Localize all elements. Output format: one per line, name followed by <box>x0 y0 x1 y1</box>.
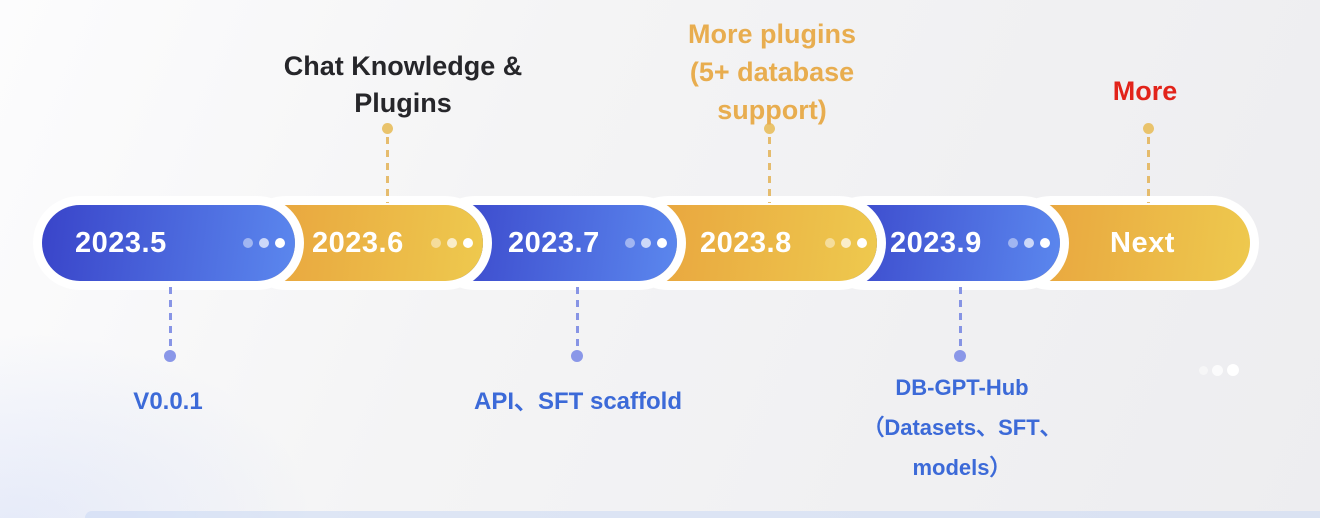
ellipsis-dots-icon <box>243 238 285 248</box>
timeline-pill-next: Next <box>1013 205 1250 281</box>
milestone-date-label: 2023.8 <box>700 226 792 259</box>
ellipsis-dots-icon <box>625 238 667 248</box>
ellipsis-dots-icon <box>825 238 867 248</box>
milestone-date-label: 2023.9 <box>890 226 982 259</box>
connector-line-2023-7 <box>576 287 579 351</box>
milestone-date-label: 2023.6 <box>312 226 404 259</box>
connector-dot-2023-9 <box>954 350 966 362</box>
timeline-pill-2023-7: 2023.7 <box>437 205 677 281</box>
connector-dot-2023-8 <box>764 123 775 134</box>
annotation-db-gpt-hub: DB-GPT-Hub （Datasets、SFT、 models） <box>862 375 1062 480</box>
ellipsis-dots-icon <box>431 238 473 248</box>
ellipsis-dots-icon <box>1008 238 1050 248</box>
annotation-more: More <box>1112 76 1178 106</box>
connector-dot-2023-5 <box>164 350 176 362</box>
annotation-chat-knowledge-plugins: Chat Knowledge & Plugins <box>283 51 523 118</box>
milestone-date-label: Next <box>1110 226 1175 259</box>
next-section-edge <box>85 511 1320 518</box>
connector-line-2023-5 <box>169 287 172 351</box>
connector-dot-2023-7 <box>571 350 583 362</box>
milestone-date-label: 2023.7 <box>508 226 600 259</box>
annotation-v0-0-1: V0.0.1 <box>133 388 203 415</box>
milestone-date-label: 2023.5 <box>75 226 167 259</box>
connector-line-next <box>1147 137 1150 203</box>
connector-dot-2023-6 <box>382 123 393 134</box>
connector-line-2023-9 <box>959 287 962 351</box>
connector-line-2023-8 <box>768 137 771 203</box>
annotation-more-plugins: More plugins (5+ database support) <box>688 19 856 125</box>
connector-line-2023-6 <box>386 137 389 203</box>
timeline-pill-2023-5: 2023.5 <box>42 205 295 281</box>
connector-dot-next <box>1143 123 1154 134</box>
decorative-ellipsis-dots <box>1199 364 1239 376</box>
annotation-api-sft-scaffold: API、SFT scaffold <box>473 388 683 415</box>
